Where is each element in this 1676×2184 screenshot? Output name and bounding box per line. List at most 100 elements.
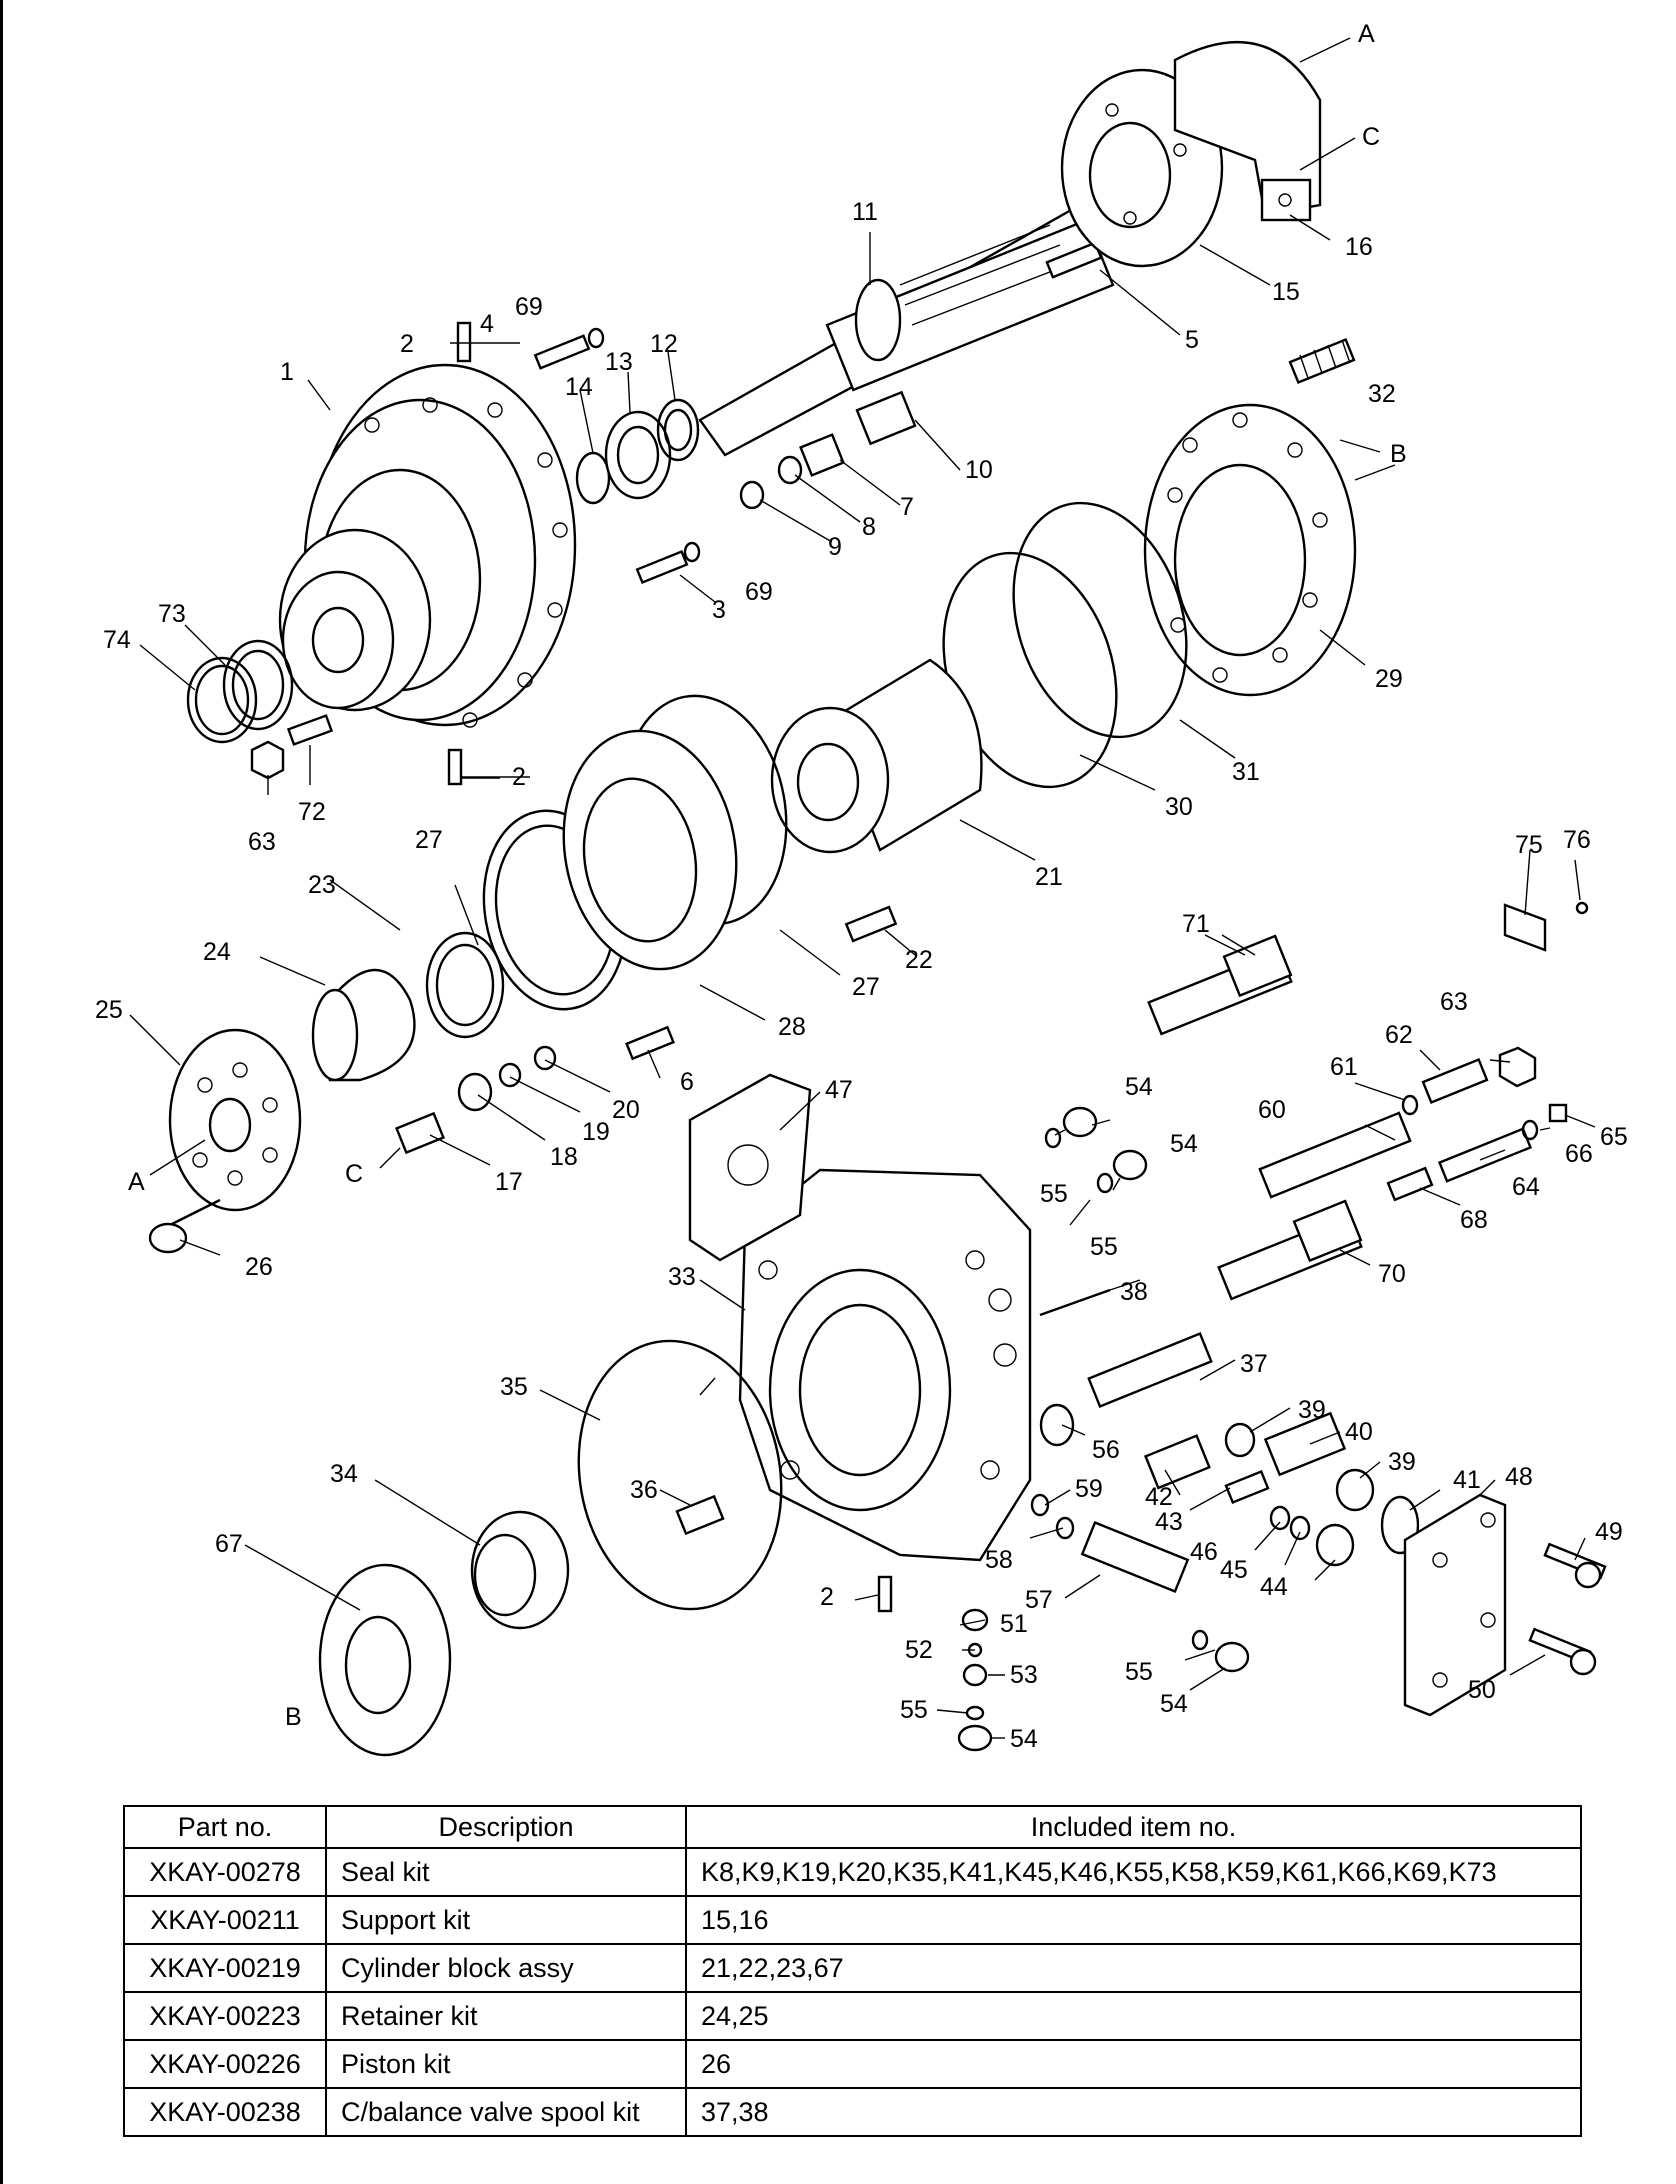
label-71: 71 (1182, 910, 1210, 938)
part-38-spool (1039, 1288, 1111, 1317)
label-13: 13 (605, 348, 633, 376)
cell-items: K8,K9,K19,K20,K35,K41,K45,K46,K55,K58,K5… (685, 1847, 1582, 1897)
label-31: 31 (1232, 758, 1260, 786)
label-1: 1 (280, 358, 294, 386)
label-50: 50 (1468, 1676, 1496, 1704)
letter-callouts: A C B A C B (128, 20, 1407, 1731)
label-56: 56 (1092, 1436, 1120, 1464)
label-6: 6 (680, 1068, 694, 1096)
label-24: 24 (203, 938, 231, 966)
part-32-spring (1288, 338, 1356, 384)
label-55: 55 (900, 1696, 928, 1724)
label-8: 8 (862, 513, 876, 541)
label-23: 23 (308, 871, 336, 899)
part-33-valve-casing (738, 1168, 1032, 1562)
part-26-piston (148, 1198, 221, 1254)
page-left-border (0, 0, 3, 2184)
part-7-plug (799, 433, 845, 477)
label-54: 54 (1160, 1690, 1188, 1718)
part-10-plug (855, 390, 917, 446)
label-51: 51 (1000, 1610, 1028, 1638)
part-62-spring (1421, 1058, 1489, 1104)
label-2: 2 (400, 330, 414, 358)
part-43-spring (1224, 1469, 1270, 1505)
part-46-o-ring (1269, 1505, 1291, 1531)
label-17: 17 (495, 1168, 523, 1196)
part-35-gasket (577, 1339, 783, 1611)
letter-b-top: B (1390, 440, 1407, 468)
part-29-flange-plate (1143, 403, 1357, 697)
part-14-retaining-ring (575, 451, 611, 505)
label-38: 38 (1120, 1278, 1148, 1306)
label-69: 69 (515, 293, 543, 321)
label-40: 40 (1345, 1418, 1373, 1446)
label-74: 74 (103, 626, 131, 654)
label-20: 20 (612, 1096, 640, 1124)
part-76-rivet (1575, 901, 1589, 915)
part-36-pin (675, 1494, 725, 1536)
label-18: 18 (550, 1143, 578, 1171)
label-15: 15 (1272, 278, 1300, 306)
label-63: 63 (248, 828, 276, 856)
part-37-spool (1087, 1332, 1213, 1408)
label-42: 42 (1145, 1483, 1173, 1511)
label-44: 44 (1260, 1573, 1288, 1601)
label-75: 75 (1515, 831, 1543, 859)
part-68-spring (1386, 1166, 1434, 1202)
label-43: 43 (1155, 1508, 1183, 1536)
label-25: 25 (95, 996, 123, 1024)
part-61-o-ring (1401, 1094, 1419, 1116)
part-41-o-ring (1380, 1495, 1420, 1555)
part-69-o-ring (587, 327, 701, 563)
label-54: 54 (1125, 1073, 1153, 1101)
label-68: 68 (1460, 1206, 1488, 1234)
label-73: 73 (158, 600, 186, 628)
cell-items: 15,16 (685, 1895, 1582, 1945)
label-7: 7 (900, 493, 914, 521)
header-included-items: Included item no. (685, 1805, 1582, 1849)
part-49-bolt (1543, 1542, 1607, 1589)
part-57-spool (1080, 1520, 1190, 1594)
label-58: 58 (985, 1546, 1013, 1574)
part-59-o-ring (1030, 1493, 1050, 1517)
table-header-row: Part no. Description Included item no. (123, 1805, 1582, 1849)
label-55: 55 (1090, 1233, 1118, 1261)
label-41: 41 (1453, 1466, 1481, 1494)
part-12-collar (656, 398, 700, 462)
part-50-bolt (1528, 1627, 1597, 1676)
cell-items: 26 (685, 2039, 1582, 2089)
leader-lines (129, 37, 1596, 1739)
label-61: 61 (1330, 1053, 1358, 1081)
exploded-parts-diagram: A C B A C B 1 2 2 2 3 4 5 6 7 8 9 10 11 … (95, 20, 1628, 1757)
label-45: 45 (1220, 1556, 1248, 1584)
part-8-o-ring (777, 455, 803, 485)
label-63: 63 (1440, 988, 1468, 1016)
label-60: 60 (1258, 1096, 1286, 1124)
part-28-plate (562, 729, 738, 971)
label-12: 12 (650, 330, 678, 358)
label-55: 55 (1040, 1180, 1068, 1208)
part-3-pin (635, 549, 689, 585)
label-4: 4 (480, 310, 494, 338)
cell-description: Cylinder block assy (325, 1943, 687, 1993)
label-36: 36 (630, 1476, 658, 1504)
part-1-housing-flange (278, 363, 577, 728)
label-57: 57 (1025, 1586, 1053, 1614)
label-33: 33 (668, 1263, 696, 1291)
label-53: 53 (1010, 1661, 1038, 1689)
part-42-plug (1144, 1434, 1211, 1490)
label-55: 55 (1125, 1658, 1153, 1686)
part-56-plug (1039, 1403, 1075, 1447)
cell-part-no: XKAY-00219 (123, 1943, 327, 1993)
part-66-o-ring (1521, 1119, 1539, 1141)
part-40-spring (1263, 1411, 1347, 1477)
cell-description: Piston kit (325, 2039, 687, 2089)
label-66: 66 (1565, 1140, 1593, 1168)
part-23-bearing (425, 931, 505, 1039)
part-65-plug (1548, 1103, 1568, 1123)
part-number-callouts: 1 2 2 2 3 4 5 6 7 8 9 10 11 12 13 14 15 … (95, 198, 1628, 1753)
part-2-plug (447, 321, 893, 1613)
cell-items: 37,38 (685, 2087, 1582, 2137)
label-11: 11 (852, 198, 878, 226)
part-17-plug (395, 1111, 445, 1155)
